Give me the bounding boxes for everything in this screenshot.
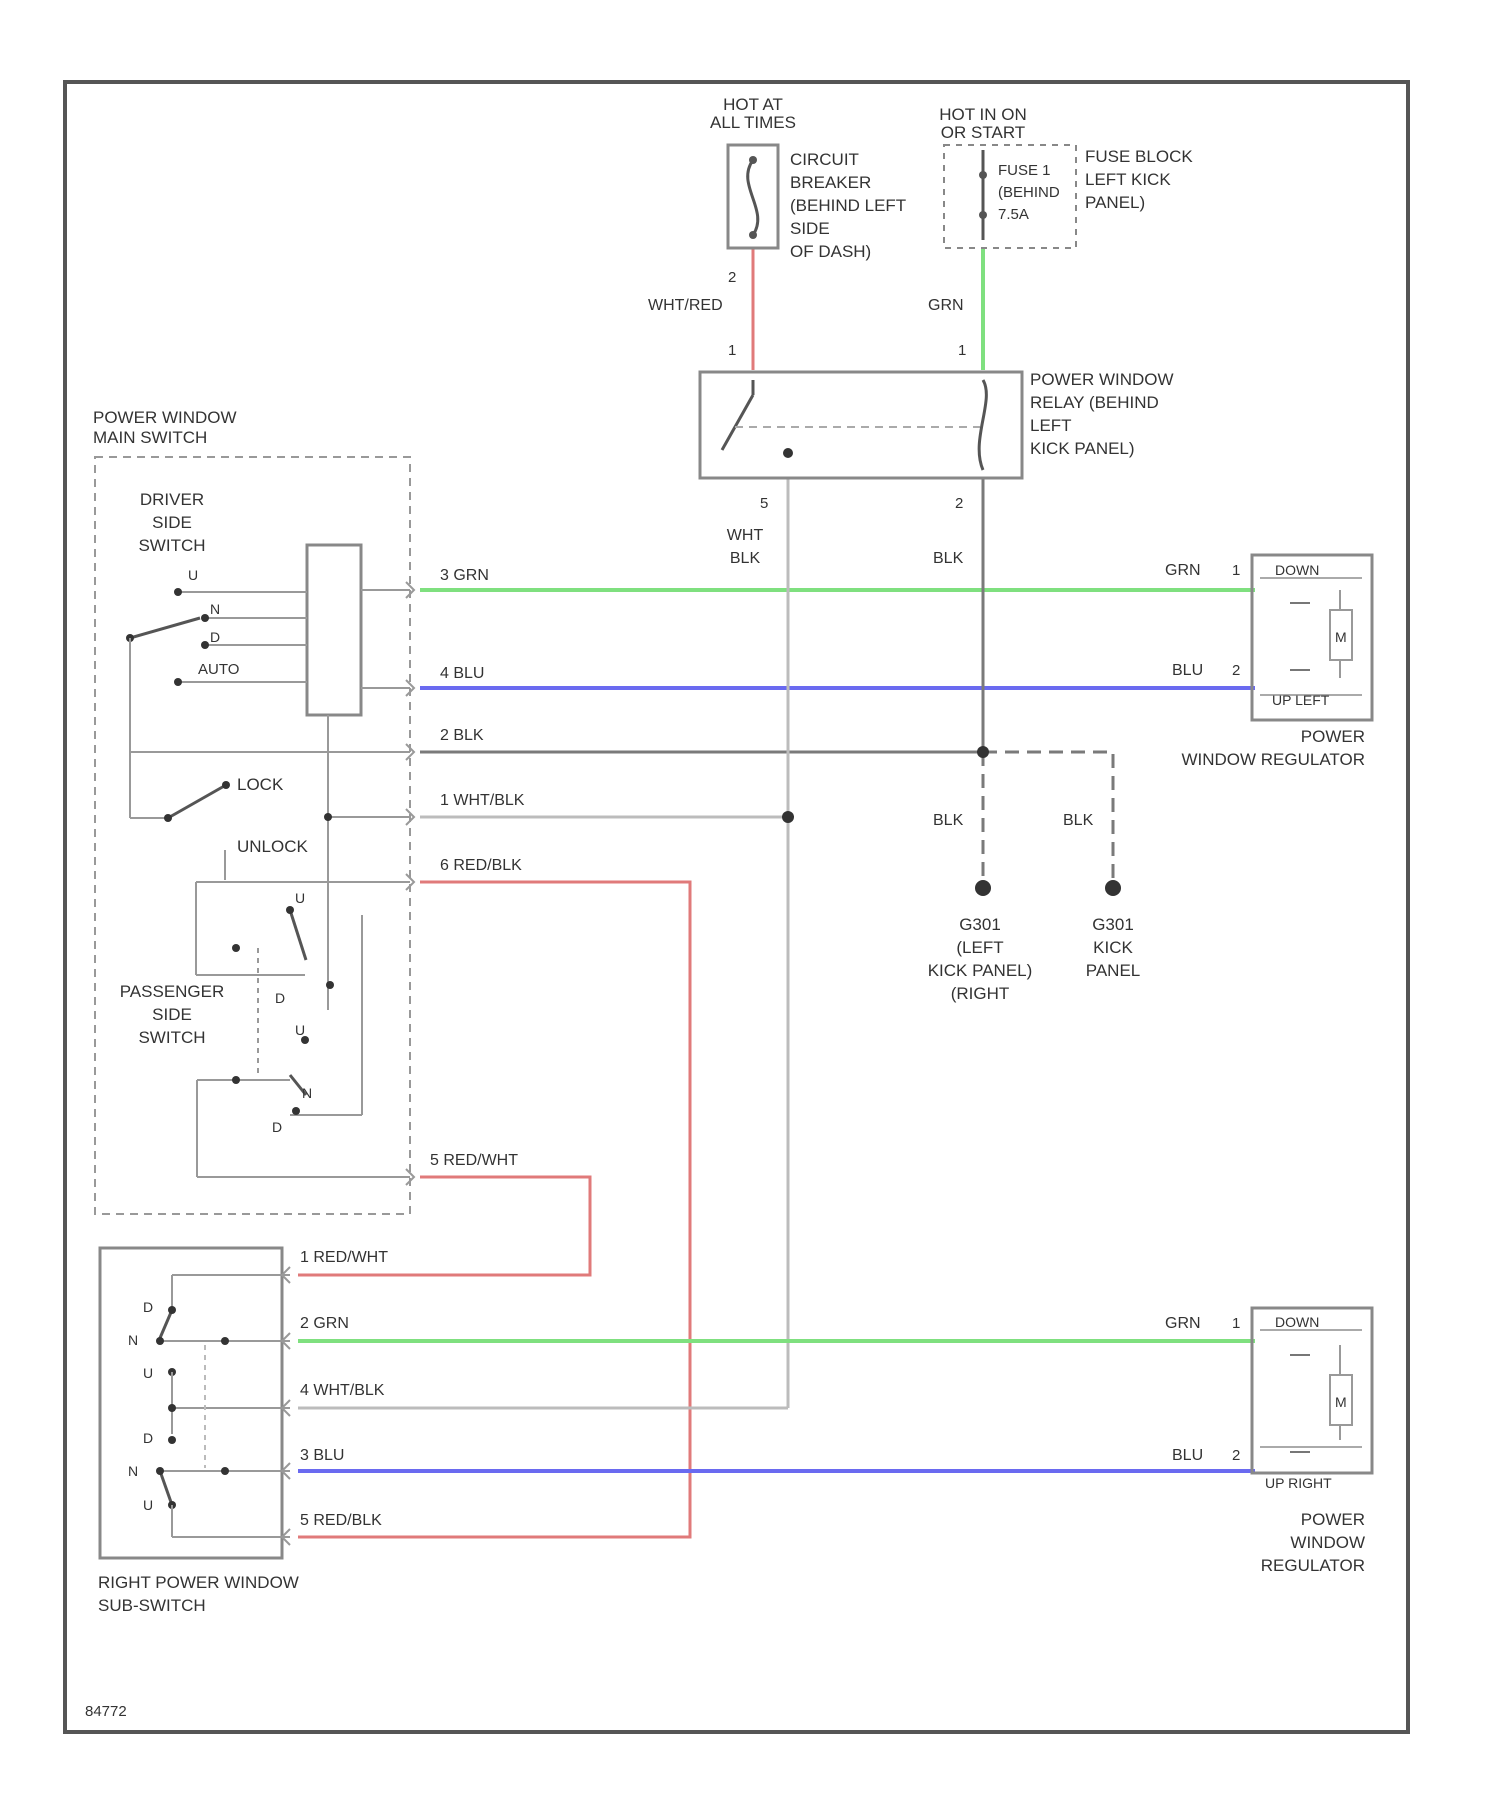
label-motor-up-right: UP RIGHT	[1265, 1475, 1332, 1491]
pos-sub-d1: D	[143, 1299, 153, 1315]
pos-driver-n: N	[210, 601, 220, 617]
pos-pass-n: N	[302, 1085, 312, 1101]
pos-pass-d2: D	[272, 1119, 282, 1135]
pin-fuse-out: 1	[958, 342, 966, 359]
pos-sub-n1: N	[128, 1332, 138, 1348]
pos-pass-u2: U	[295, 1022, 305, 1038]
wire-label-grn-feed: GRN	[928, 297, 964, 314]
diagram-frame	[65, 82, 1408, 1732]
wire-label-sub-grn: 2 GRN	[300, 1315, 349, 1332]
ground-right-icon	[1105, 880, 1121, 896]
pin-cb-out: 2	[728, 269, 736, 286]
label-motor-down-right: DOWN	[1275, 1314, 1319, 1330]
power-window-main-switch	[95, 457, 414, 1214]
right-power-window-regulator	[1252, 1308, 1372, 1473]
wire-label-gnd-blk-right: BLK	[1063, 812, 1094, 829]
right-power-window-sub-switch	[100, 1248, 290, 1558]
wire-label-sub-blu: 3 BLU	[300, 1447, 344, 1464]
wire-ground-blk	[983, 752, 1113, 885]
label-unlock: UNLOCK	[237, 837, 309, 856]
label-motor-m-right: M	[1335, 1394, 1347, 1410]
pin-reg-2-right: 2	[1232, 1447, 1240, 1464]
pin-relay-2: 2	[955, 495, 963, 512]
label-figure-id: 84772	[85, 1703, 127, 1720]
label-motor-up-left: UP LEFT	[1272, 692, 1330, 708]
wire-label-main-grn: 3 GRN	[440, 567, 489, 584]
wire-label-sub-redwht: 1 RED/WHT	[300, 1249, 388, 1266]
label-motor-m-left: M	[1335, 629, 1347, 645]
pin-reg-1-left: 1	[1232, 562, 1240, 579]
power-window-relay	[700, 372, 1022, 478]
wire-label-main-redwht: 5 RED/WHT	[430, 1152, 518, 1169]
pin-reg-2-left: 2	[1232, 662, 1240, 679]
pin-relay-5: 5	[760, 495, 768, 512]
circuit-breaker	[728, 145, 778, 248]
pos-sub-u2: U	[143, 1497, 153, 1513]
wire-label-wht-red: WHT/RED	[648, 297, 723, 314]
pos-pass-d: D	[275, 990, 285, 1006]
pos-sub-d2: D	[143, 1430, 153, 1446]
pos-driver-d: D	[210, 629, 220, 645]
wire-label-main-whtblk: 1 WHT/BLK	[440, 792, 525, 809]
pin-reg-1-right: 1	[1232, 1315, 1240, 1332]
wire-label-reg-grn-right: GRN	[1165, 1315, 1201, 1332]
pos-sub-n2: N	[128, 1463, 138, 1479]
wire-label-main-blu: 4 BLU	[440, 665, 484, 682]
wire-label-reg-grn-left: GRN	[1165, 562, 1201, 579]
pos-pass-u: U	[295, 890, 305, 906]
wire-label-gnd-blk-left: BLK	[933, 812, 964, 829]
label-lock: LOCK	[237, 775, 284, 794]
splice-dot	[782, 811, 794, 823]
ground-left-icon	[975, 880, 991, 896]
label-motor-down-left: DOWN	[1275, 562, 1319, 578]
wire-label-sub-redblk: 5 RED/BLK	[300, 1512, 382, 1529]
wire-label-main-redblk: 6 RED/BLK	[440, 857, 522, 874]
wire-label-blk-relay: BLK	[933, 550, 964, 567]
wire-label-reg-blu-left: BLU	[1172, 662, 1203, 679]
label-auto: AUTO	[198, 661, 239, 678]
wire-redblk	[298, 882, 690, 1537]
pos-sub-u1: U	[143, 1365, 153, 1381]
wire-label-sub-whtblk: 4 WHT/BLK	[300, 1382, 385, 1399]
pos-driver-u: U	[188, 567, 198, 583]
splice-dot	[977, 746, 989, 758]
pin-relay-in: 1	[728, 342, 736, 359]
wire-label-reg-blu-right: BLU	[1172, 1447, 1203, 1464]
wire-label-main-blk: 2 BLK	[440, 727, 484, 744]
